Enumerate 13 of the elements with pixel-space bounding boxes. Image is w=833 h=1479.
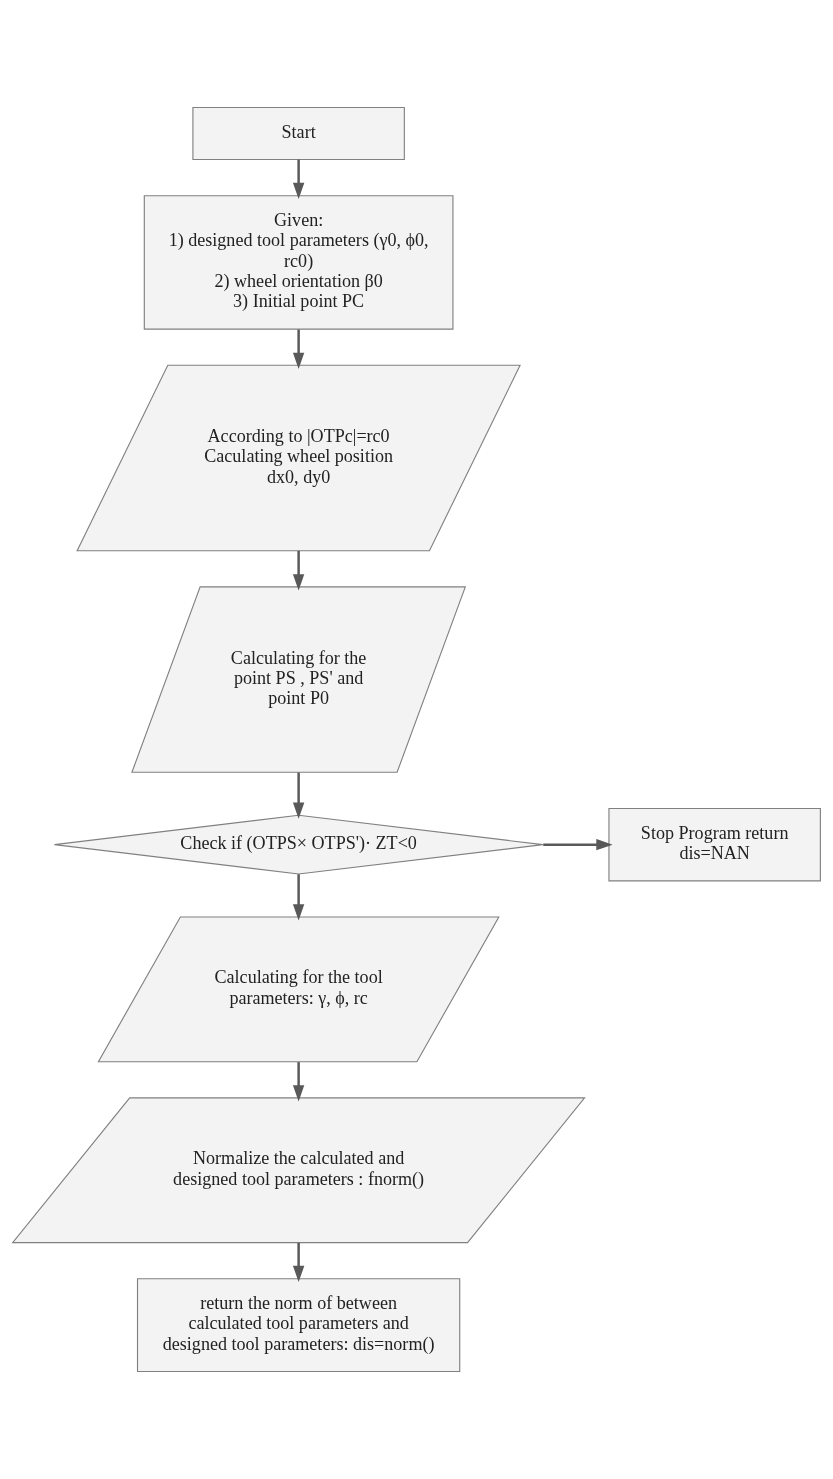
arrow	[292, 772, 305, 819]
arrow	[292, 329, 305, 369]
arrow	[292, 874, 305, 921]
node-box: Given: 1) designed tool parameters (γ0, ϕ0, rc0) 2) wheel orientation β0 3) Initial point PC	[143, 195, 454, 330]
node-diamond: Check if (OTPS× OTPS')· ZT<0	[53, 814, 544, 875]
arrow	[292, 1242, 305, 1283]
arrow	[292, 550, 305, 591]
node-box: Stop Program return dis=NAN	[608, 807, 821, 882]
arrow	[292, 1062, 305, 1102]
node-box: return the norm of between calculated tool parameters and designed tool parameters: dis=norm()	[136, 1278, 461, 1373]
arrow	[292, 159, 305, 200]
arrow	[543, 838, 613, 851]
node-box: Start	[192, 106, 405, 161]
